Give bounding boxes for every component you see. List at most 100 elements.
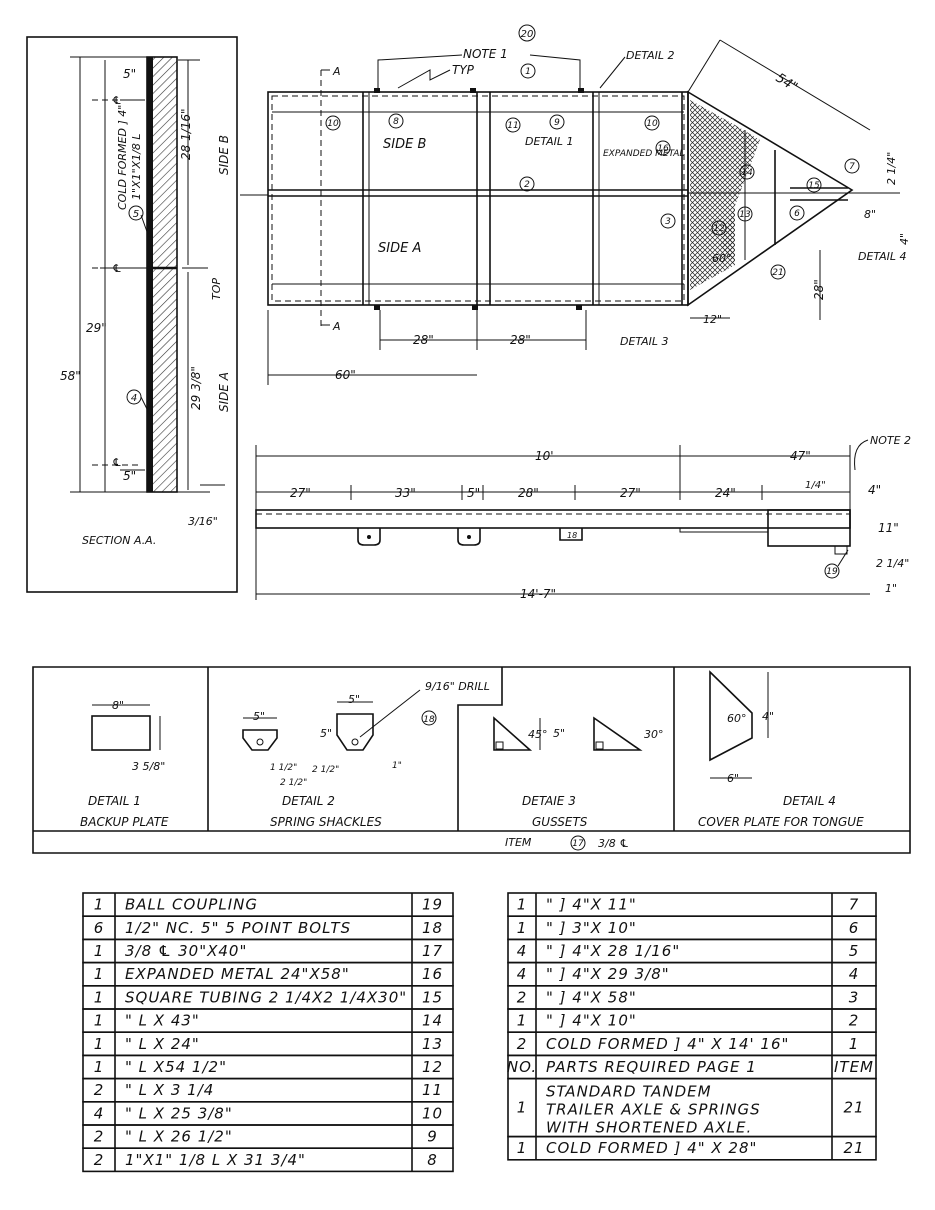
d2-sub: SPRING SHACKLES (270, 815, 382, 829)
dim-1: 1" (885, 582, 897, 595)
plan-callout-6: 6 (794, 209, 800, 219)
detail-1-label: DETAIL 1 (525, 135, 574, 148)
d4-height: 4" (762, 710, 774, 723)
table-row (507, 1135, 877, 1161)
plan-callout-1: 1 (525, 67, 531, 77)
d3-sub: GUSSETS (532, 815, 588, 829)
dim-4-side: 4" (868, 483, 881, 497)
qty-cell: 1 (94, 965, 105, 983)
item-cell: 1 (849, 1035, 860, 1053)
dim-14-7: 14'-7" (520, 587, 556, 601)
item-cell: 16 (422, 965, 443, 983)
desc-cell: COLD FORMED ] 4" X 14' 16" (546, 1035, 789, 1053)
detail-3-label: DETAIL 3 (620, 335, 669, 348)
plan-callout-3: 3 (665, 217, 671, 227)
item-cell: 9 (427, 1128, 438, 1146)
d1-height: 3 5/8" (132, 760, 165, 773)
callout-4: 4 (131, 393, 137, 404)
item-cell: 14 (422, 1012, 443, 1030)
side-view: 10' 47" NOTE 2 27" 33" 5" 28" 27" 24" 1/… (255, 434, 911, 601)
plan-callout-10a: 10 (327, 119, 339, 129)
gusset-45 (493, 716, 533, 751)
desc-cell: TRAILER AXLE & SPRINGS (546, 1101, 761, 1119)
qty-cell: 1 (517, 896, 528, 914)
tongue (687, 90, 854, 307)
item-cell: 17 (422, 942, 443, 960)
dim-top-5: 5" (123, 67, 136, 81)
plan-callout-10b: 10 (646, 119, 658, 129)
section-title: SECTION A.A. (82, 534, 156, 547)
item-cell: 13 (422, 1035, 443, 1053)
desc-cell: " L X 26 1/2" (125, 1128, 233, 1146)
d3-title: DETAIE 3 (522, 794, 576, 808)
d1-title: DETAIL 1 (88, 794, 141, 808)
item-cell: 3 (849, 988, 860, 1006)
side-callout-19: 19 (826, 567, 838, 577)
dim-29-3-8: 29 3/8" (189, 366, 203, 410)
item-cell: 7 (849, 896, 860, 914)
item-cell: 10 (422, 1104, 443, 1122)
d2-w2: 5" (348, 693, 360, 706)
section-aa-view: 5 4 5" ℄ ℄ ℄ 29" 58" 5" 3/16" SECTION A.… (26, 36, 238, 593)
qty-cell: 1 (94, 896, 105, 914)
plan-callout-8: 8 (393, 117, 399, 127)
qty-cell: 1 (94, 942, 105, 960)
side-b-label: SIDE B (217, 135, 231, 175)
expanded-metal-label: EXPANDED METAL (603, 149, 684, 159)
dim-2-quarter: 2 1/4" (885, 152, 898, 185)
plan-callout-13: 13 (739, 210, 751, 220)
qty-cell: 1 (517, 1139, 528, 1157)
d2-h: 5" (320, 727, 332, 740)
qty-cell: 1 (517, 1099, 528, 1117)
page-number: 20 (521, 29, 534, 40)
d1-width: 8" (112, 699, 124, 712)
d2-callout-18: 18 (423, 715, 435, 725)
dim-8: 8" (864, 208, 876, 221)
item-cell: 19 (422, 896, 443, 914)
detail-2-label: DETAIL 2 (626, 49, 675, 62)
qty-cell: 2 (517, 1035, 528, 1053)
qty-cell: 1 (517, 1012, 528, 1030)
dim-10ft: 10' (535, 449, 554, 463)
dim-60deg: 60° (712, 252, 732, 265)
desc-cell: 1/2" NC. 5" 5 POINT BOLTS (125, 919, 351, 937)
note-1: NOTE 1 (463, 47, 508, 61)
dim-24: 24" (715, 486, 736, 500)
item-cell: 6 (849, 919, 860, 937)
plan-callout-14: 14 (741, 168, 753, 178)
item-cell: 21 (843, 1139, 864, 1157)
shackle-b (336, 713, 374, 751)
d2-c: 2 1/2" (312, 765, 339, 775)
callout-5: 5 (133, 209, 139, 220)
dim-4: 4" (898, 233, 911, 245)
qty-cell: 1 (94, 1058, 105, 1076)
d4-angle: 60° (727, 712, 747, 725)
item-cell: 21 (843, 1099, 864, 1117)
plan-callout-15: 15 (808, 181, 820, 191)
d2-b: 2 1/2" (280, 778, 307, 788)
item-cell: 4 (849, 965, 860, 983)
dim-12: 12" (703, 313, 722, 326)
table-row (82, 1147, 454, 1173)
d2-d: 1" (392, 761, 402, 771)
d4-sub: COVER PLATE FOR TONGUE (698, 815, 864, 829)
detail-4-label: DETAIL 4 (858, 250, 907, 263)
desc-cell: " ] 4"X 10" (546, 1012, 637, 1030)
item-cell: 2 (849, 1012, 860, 1030)
plan-callout-11: 11 (507, 121, 518, 131)
desc-cell: " ] 4"X 29 3/8" (546, 965, 670, 983)
dim-28: 28" (518, 486, 539, 500)
d2-drill: 9/16" DRILL (425, 680, 490, 693)
typ-label: TYP (452, 63, 475, 77)
desc-cell: SQUARE TUBING 2 1/4X2 1/4X30" (125, 988, 407, 1006)
item-cell: 12 (422, 1058, 443, 1076)
item-cell: ITEM (834, 1058, 874, 1076)
qty-cell: 4 (517, 942, 528, 960)
desc-cell: " ] 4"X 28 1/16" (546, 942, 680, 960)
qty-cell: 1 (94, 1035, 105, 1053)
dim-47: 47" (790, 449, 811, 463)
plan-callout-16: 16 (657, 144, 669, 154)
details-strip: 8" 3 5/8" DETAIL 1 BACKUP PLATE 5" 5" 5"… (32, 666, 911, 854)
